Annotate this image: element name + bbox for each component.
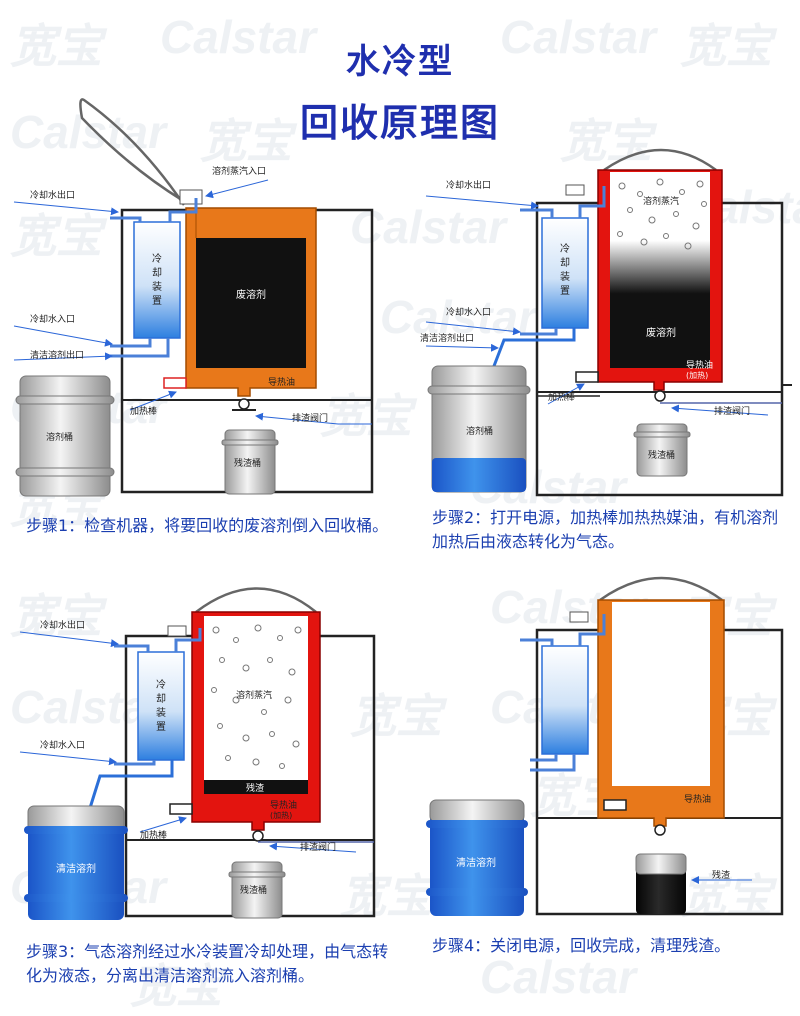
panel-step1: 冷却装置 溶剂蒸汽入口 冷却水出口 冷却水入口 <box>13 98 374 497</box>
watermark-text: 宽宝 <box>560 115 652 167</box>
label-drain: 排渣阀门 <box>292 412 328 424</box>
label-clean-bucket: 清洁溶剂 <box>56 862 96 875</box>
label-cooling-out: 冷却水出口 <box>40 619 85 631</box>
clean-solvent-bucket <box>24 805 128 920</box>
label-residue-bucket: 残渣桶 <box>234 457 261 469</box>
panel-step4: 导热油 清洁溶剂 残渣 <box>426 576 784 916</box>
heater-rod <box>169 803 193 815</box>
watermark-text: Calstar <box>480 951 636 1003</box>
clean-solvent-pipe <box>492 328 576 367</box>
page-subtitle: 回收原理图 <box>299 101 500 145</box>
caption-step3-line2: 化为液态，分离出清洁溶剂流入溶剂桶。 <box>26 966 315 985</box>
label-cooling-in: 冷却水入口 <box>30 313 75 325</box>
caption-step2: 步骤2：打开电源，加热棒加热热媒油，有机溶剂 加热后由液态转化为气态。 <box>432 506 798 554</box>
drain-valve <box>252 830 264 842</box>
watermark-text: 宽宝 <box>10 590 102 642</box>
watermark-text: Calstar <box>380 291 536 343</box>
vapor-bubbles <box>211 624 302 769</box>
caption-step1: 步骤1：检查机器，将要回收的废溶剂倒入回收桶。 <box>26 516 389 535</box>
page-title: 水冷型 <box>346 42 454 82</box>
label-vapor-inlet: 溶剂蒸汽入口 <box>212 165 266 177</box>
residue-bucket <box>228 861 286 919</box>
label-cooling-out: 冷却水出口 <box>30 189 75 201</box>
label-residue-bucket: 残渣桶 <box>648 449 675 461</box>
label-waste: 废溶剂 <box>646 326 676 339</box>
heater-rod <box>575 371 599 383</box>
empty-tank <box>612 602 710 786</box>
label-waste: 废溶剂 <box>236 288 266 301</box>
residue-bucket <box>221 429 279 495</box>
label-heater: 加热棒 <box>140 829 167 841</box>
watermark-text: Calstar <box>350 201 506 253</box>
label-solvent-bucket: 溶剂桶 <box>466 425 493 437</box>
vapor-bubbles <box>617 178 707 250</box>
clean-solvent-bucket <box>426 799 528 916</box>
residue-bucket <box>633 423 691 477</box>
watermark-text: 宽宝 <box>200 115 292 167</box>
cooling-device-label: 冷却装置 <box>156 678 166 733</box>
label-clean-out: 清洁溶剂出口 <box>30 349 84 361</box>
watermark-text: Calstar <box>500 11 656 63</box>
solvent-bucket <box>15 375 115 497</box>
label-oil: 导热油 <box>270 799 297 811</box>
cooling-device <box>541 217 589 329</box>
label-cooling-in: 冷却水入口 <box>40 739 85 751</box>
vapor-tank <box>610 172 710 368</box>
label-oil: 导热油 <box>684 793 711 805</box>
drain-valve <box>238 398 250 410</box>
watermark-text: 宽宝 <box>340 870 432 922</box>
clean-solvent-pipe <box>88 760 174 809</box>
drain-valve <box>654 824 666 836</box>
label-oil-sub: (加热) <box>686 370 708 380</box>
label-residue: 残渣 <box>712 869 730 881</box>
drain-valve <box>654 390 666 402</box>
label-cooling-out: 冷却水出口 <box>446 179 491 191</box>
label-vapor: 溶剂蒸汽 <box>643 195 679 207</box>
label-residue: 残渣 <box>246 782 264 794</box>
watermark-text: 宽宝 <box>680 20 772 72</box>
watermark-text: 宽宝 <box>10 20 102 72</box>
waste-tank <box>196 238 306 368</box>
label-clean-out: 清洁溶剂出口 <box>420 332 474 344</box>
label-oil-sub: (加热) <box>270 810 292 820</box>
heater-rod <box>163 377 187 389</box>
residue-bucket <box>635 853 687 914</box>
watermark-text: 宽宝 <box>10 210 102 262</box>
caption-step2-line2: 加热后由液态转化为气态。 <box>432 532 625 551</box>
watermark-text: 宽宝 <box>320 390 412 442</box>
watermark-text: Calstar <box>160 11 316 63</box>
caption-step3-line1: 步骤3：气态溶剂经过水冷装置冷却处理，由气态转 <box>26 942 389 961</box>
panel-step3: 冷却装置 冷却水出口 冷却水入口 溶剂蒸汽 残渣 导热油 (加热) 加热棒 排渣… <box>19 587 376 920</box>
panel-step2: 冷却装置 溶剂蒸汽 冷却水出口 冷却水入口 清洁溶剂出口 废溶剂 <box>420 148 792 497</box>
cooling-device <box>133 221 181 339</box>
open-lid <box>79 98 186 206</box>
label-cooling-in: 冷却水入口 <box>446 306 491 318</box>
cooling-device-label: 冷却装置 <box>152 252 162 307</box>
label-oil: 导热油 <box>686 359 713 371</box>
label-heater: 加热棒 <box>548 391 575 403</box>
label-drain: 排渣阀门 <box>714 405 750 417</box>
label-vapor: 溶剂蒸汽 <box>236 689 272 701</box>
label-solvent-bucket: 溶剂桶 <box>46 431 73 443</box>
cooling-device <box>541 645 589 755</box>
label-drain: 排渣阀门 <box>300 841 336 853</box>
cooling-device <box>137 651 185 761</box>
label-residue-bucket: 残渣桶 <box>240 884 267 896</box>
label-heater: 加热棒 <box>130 405 157 417</box>
solvent-bucket <box>427 365 531 493</box>
label-clean-bucket: 清洁溶剂 <box>456 856 496 869</box>
heater-rod <box>603 799 627 811</box>
caption-step4: 步骤4：关闭电源，回收完成，清理残渣。 <box>432 936 731 955</box>
watermark-text: 宽宝 <box>350 690 442 742</box>
label-oil: 导热油 <box>268 376 295 388</box>
caption-step3: 步骤3：气态溶剂经过水冷装置冷却处理，由气态转 化为液态，分离出清洁溶剂流入溶剂… <box>26 940 418 988</box>
caption-step2-line1: 步骤2：打开电源，加热棒加热热媒油，有机溶剂 <box>432 508 779 527</box>
cooling-device-label: 冷却装置 <box>560 242 570 297</box>
residue-layer <box>204 780 308 794</box>
